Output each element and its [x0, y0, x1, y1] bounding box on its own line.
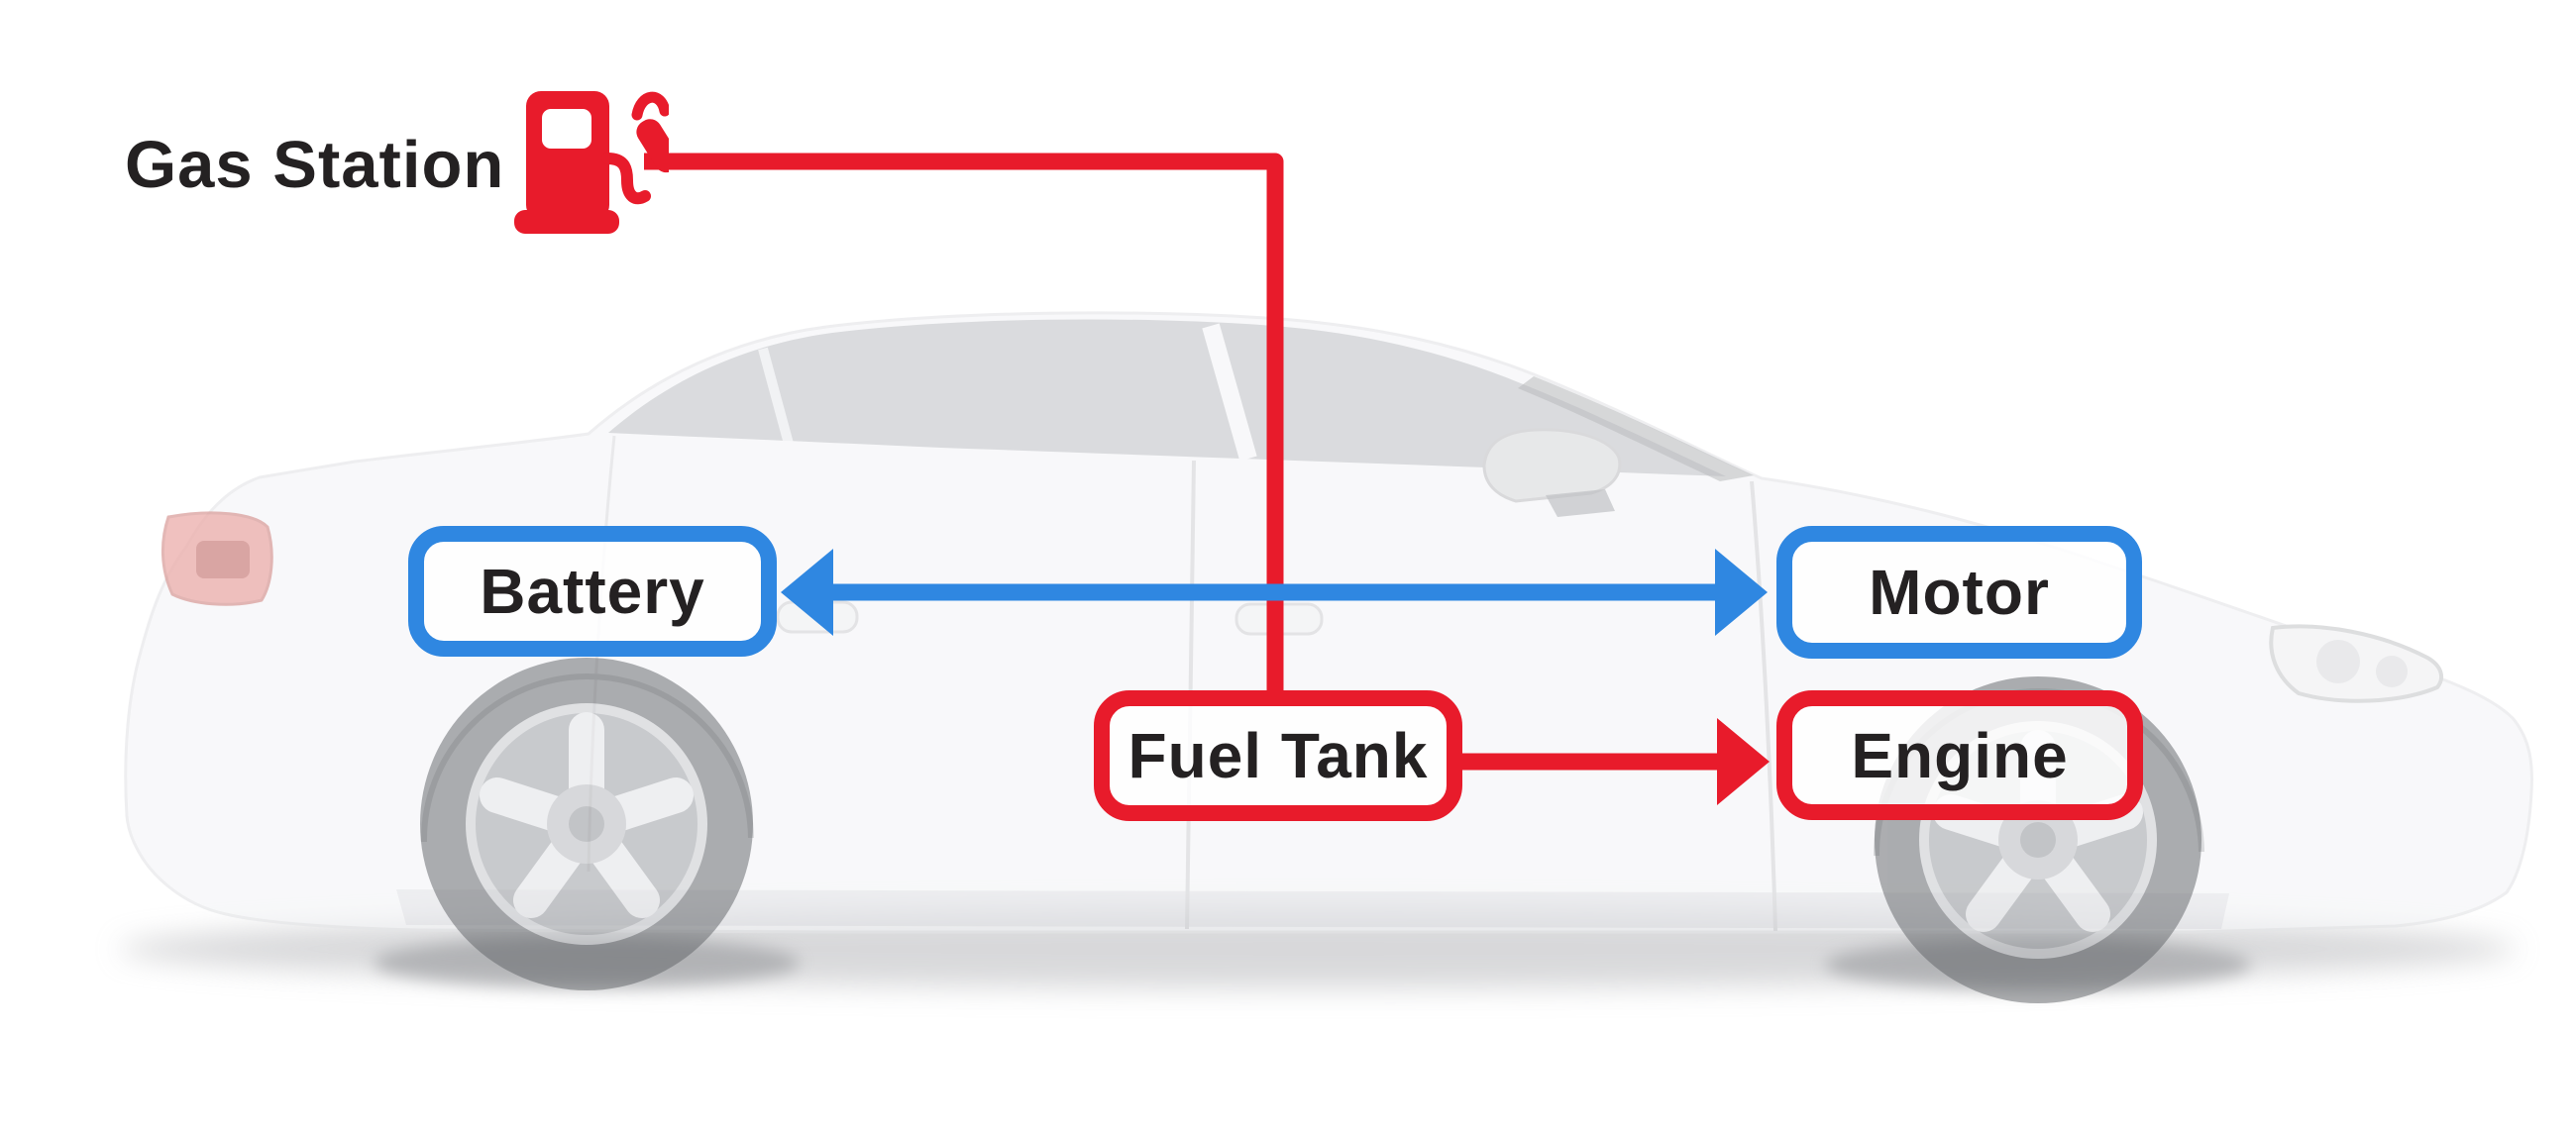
battery-node: Battery [408, 526, 777, 657]
car-b-pillar [1202, 323, 1257, 462]
arrowhead-right-icon [1715, 549, 1768, 636]
pump-hose [601, 153, 651, 205]
car-a-pillar [1518, 376, 1754, 481]
gas-station-label: Gas Station [125, 95, 504, 234]
engine-node: Engine [1776, 690, 2143, 820]
car-c-pillar [758, 347, 794, 446]
gas-pump-icon [514, 91, 669, 234]
car-headlight-lens [2316, 640, 2360, 683]
motor-label: Motor [1869, 557, 2050, 628]
car-door-seam [1750, 480, 1777, 932]
car-side-mirror-base [1546, 489, 1615, 517]
fuel-tank-node: Fuel Tank [1094, 690, 1462, 821]
fuel-tank-label: Fuel Tank [1127, 720, 1429, 791]
car-taillight [161, 511, 273, 606]
battery-label: Battery [480, 556, 705, 627]
car-windows [608, 319, 1726, 476]
gas-station-text: Gas Station [125, 127, 505, 202]
car-rear-wheel [420, 658, 753, 990]
engine-label: Engine [1851, 719, 2069, 791]
motor-node: Motor [1776, 526, 2142, 659]
pump-nozzle [636, 119, 669, 173]
car-rocker-panel [396, 889, 2229, 929]
car-headlight-lens [2376, 656, 2408, 687]
pump-nozzle-spout [631, 91, 669, 121]
pump-base [514, 210, 619, 234]
arrowhead-left-icon [781, 549, 833, 636]
arrowhead-right-icon [1717, 718, 1770, 805]
edge-gas-station-to-fuel-tank [644, 153, 1284, 699]
car-taillight-inner [196, 541, 250, 578]
edge-fuel-tank-to-engine [1456, 718, 1770, 805]
car-side-mirror [1482, 428, 1622, 503]
edge-battery-motor [781, 549, 1768, 636]
pump-window [542, 109, 591, 149]
